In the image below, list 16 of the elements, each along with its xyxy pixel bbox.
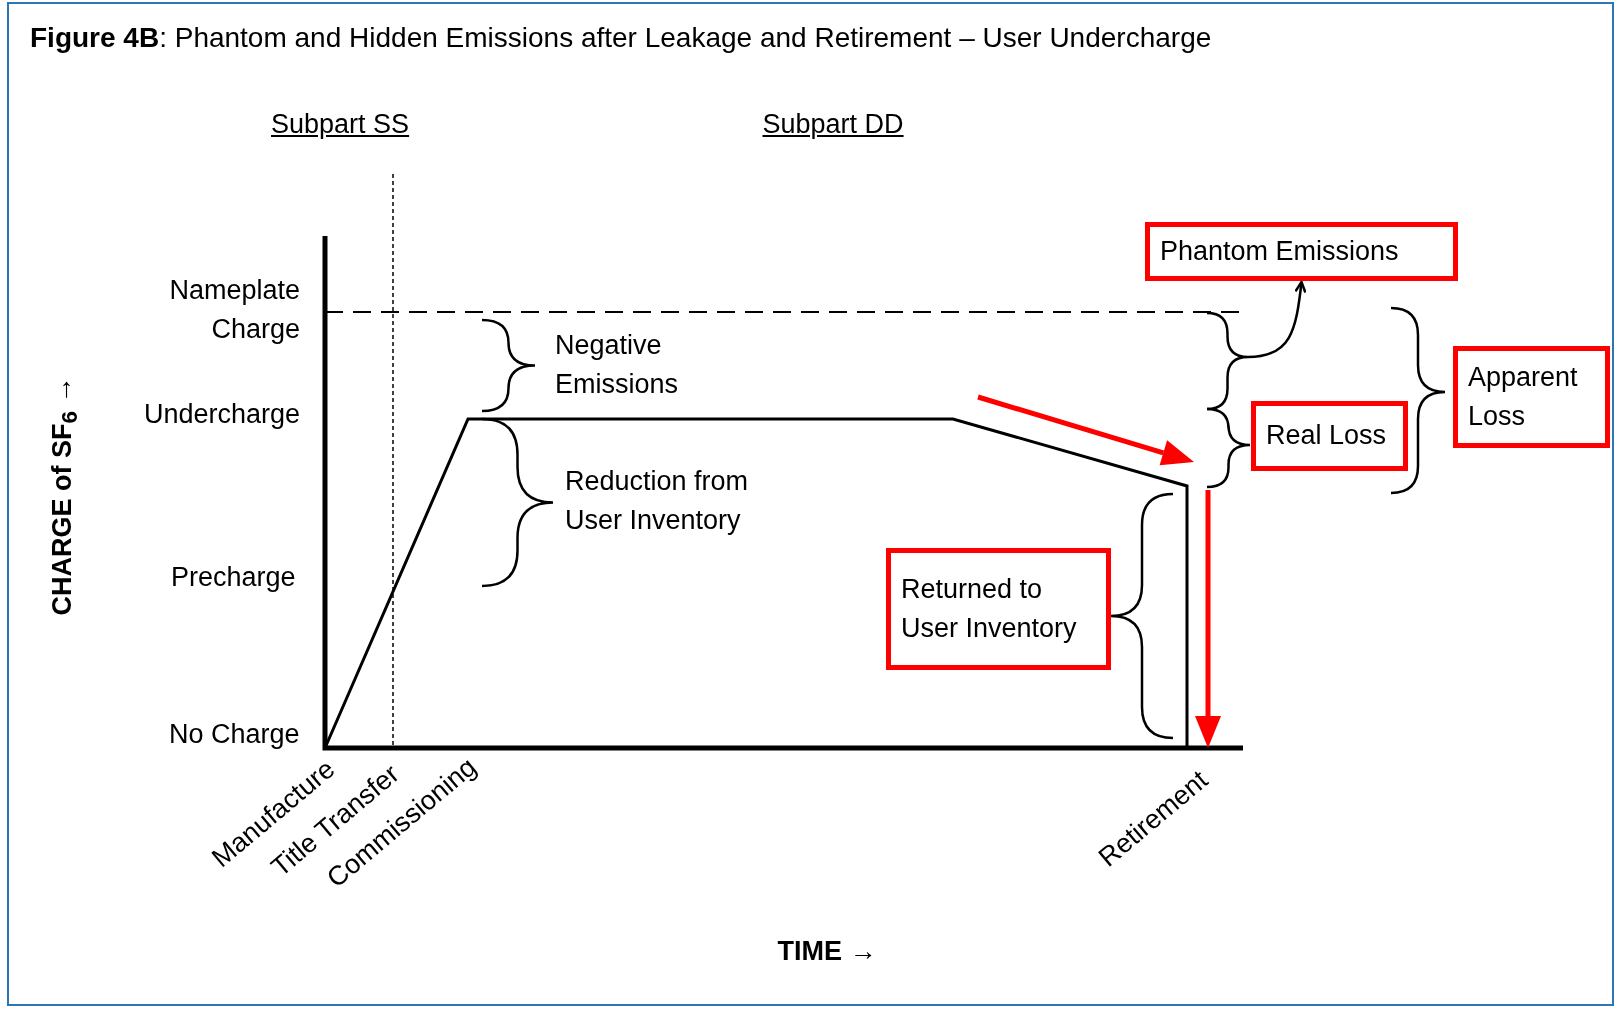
section-heading: Subpart SS: [271, 107, 410, 141]
axis-tick-label: Undercharge: [144, 397, 301, 431]
arrow: [1247, 280, 1307, 359]
figure-title: Figure 4B: Phantom and Hidden Emissions after Leakage and Retirement – User Undercharge: [30, 21, 1212, 55]
bracket-label: Reduction from User Inventory: [565, 465, 750, 538]
axis-tick-label: No Charge: [169, 717, 300, 751]
curly-brace: [1206, 311, 1250, 411]
callout-box: Phantom Emissions: [1145, 222, 1458, 281]
callout-box: Apparent Loss: [1453, 346, 1610, 448]
axis-tick-label: Precharge: [171, 560, 296, 594]
callout-box: Returned to User Inventory: [886, 548, 1111, 670]
axis-tick-label: Nameplate Charge: [168, 274, 300, 347]
section-heading: Subpart DD: [762, 107, 904, 141]
axis-title: TIME →: [777, 934, 877, 968]
bracket-label: Negative Emissions: [555, 329, 680, 402]
callout-box: Real Loss: [1251, 401, 1408, 471]
